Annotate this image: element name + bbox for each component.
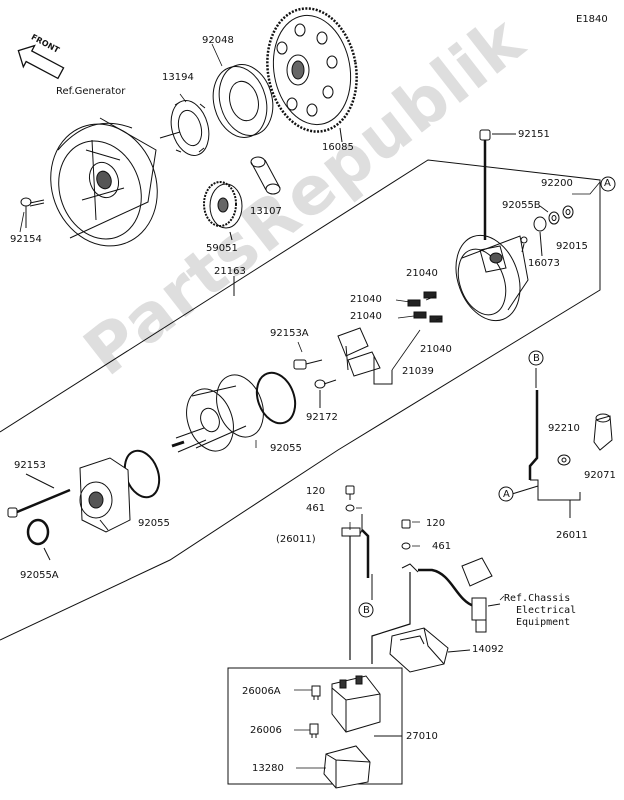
part-21040-label-1[interactable]: 21040 xyxy=(406,268,438,279)
diagram-code: E1840 xyxy=(576,14,608,25)
part-461-label-upper[interactable]: 461 xyxy=(306,503,326,514)
part-13107-label[interactable]: 13107 xyxy=(250,206,282,217)
relay-cable-upper-part xyxy=(341,514,373,660)
shaft-sleeve-13107-part xyxy=(250,156,281,195)
fuse-26006A-part xyxy=(311,685,321,697)
part-14092-label[interactable]: 14092 xyxy=(472,644,504,655)
part-92153-label[interactable]: 92153 xyxy=(14,460,46,471)
ref-a-top-label[interactable]: A xyxy=(604,178,611,189)
front-housing-part xyxy=(79,457,131,533)
o-ring-92055-upper-part xyxy=(255,371,297,425)
generator-flywheel-part xyxy=(50,117,158,247)
terminal-cap-92071-part xyxy=(593,413,613,451)
gear-hub-92048-part xyxy=(212,64,274,138)
ref-a-bottom-label[interactable]: A xyxy=(503,489,510,500)
part-92055-label-upper[interactable]: 92055 xyxy=(270,443,302,454)
starter-motor-group-frame xyxy=(0,159,601,641)
part-461-label-lower[interactable]: 461 xyxy=(432,541,452,552)
ref-b-top-label[interactable]: B xyxy=(533,353,540,364)
starter-yoke-armature-part xyxy=(171,374,264,453)
screw-92153A-part xyxy=(293,359,323,370)
front-arrow-icon xyxy=(17,44,65,80)
ref-circle-b-bottom xyxy=(358,602,374,618)
bolt-120-lower-part xyxy=(401,519,411,529)
brush-21040-parts xyxy=(407,291,443,323)
relay-cover-14092-part xyxy=(389,627,471,673)
starter-relay-27010-part xyxy=(331,675,381,733)
part-21163-label[interactable]: 21163 xyxy=(214,266,246,277)
part-59051-label[interactable]: 59051 xyxy=(206,243,238,254)
fuse-26006-part xyxy=(309,723,319,735)
part-16073-label[interactable]: 16073 xyxy=(528,258,560,269)
part-92055-label-lower[interactable]: 92055 xyxy=(138,518,170,529)
idle-gear-59051-part xyxy=(203,181,243,241)
part-92154-label[interactable]: 92154 xyxy=(10,234,42,245)
ref-chassis-label-line3[interactable]: Equipment xyxy=(516,617,571,628)
part-26006-label[interactable]: 26006 xyxy=(250,725,282,736)
part-92015-label[interactable]: 92015 xyxy=(556,241,588,252)
starter-gear-16085-part xyxy=(266,7,358,143)
screw-92172-part xyxy=(314,379,337,408)
one-way-clutch-13194-part xyxy=(159,100,210,156)
part-92151-label[interactable]: 92151 xyxy=(518,129,550,140)
part-16085-label[interactable]: 16085 xyxy=(322,142,354,153)
part-92071-label[interactable]: 92071 xyxy=(584,470,616,481)
washer-461-upper-part xyxy=(345,504,355,512)
part-120-label-lower[interactable]: 120 xyxy=(426,518,446,529)
part-92055B-label[interactable]: 92055B xyxy=(502,200,541,211)
brush-holder-21039-part xyxy=(337,327,393,385)
bolt-92151-part xyxy=(479,129,516,240)
part-26011-paren-label[interactable]: (26011) xyxy=(276,534,316,545)
washer-461-lower-part xyxy=(401,542,411,550)
rear-cover-part xyxy=(455,234,529,322)
leader-lines xyxy=(19,43,601,769)
ref-b-bottom-label[interactable]: B xyxy=(363,605,370,616)
nut-92210-part xyxy=(557,454,571,466)
relay-rubber-13280-part xyxy=(323,745,371,789)
part-13280-label[interactable]: 13280 xyxy=(252,763,284,774)
relay-group-box xyxy=(227,667,403,785)
part-13194-label[interactable]: 13194 xyxy=(162,72,194,83)
ref-circle-a-top xyxy=(600,176,616,192)
ref-chassis-label-line2[interactable]: Electrical xyxy=(516,605,577,616)
part-21040-label-4[interactable]: 21040 xyxy=(420,344,452,355)
ref-chassis-label-line1[interactable]: Ref.Chassis xyxy=(504,593,571,604)
bolt-92154-part xyxy=(20,197,45,228)
ref-generator-label[interactable]: Ref.Generator xyxy=(56,86,126,97)
bolt-92153-part xyxy=(7,473,71,518)
washer-nut-stack-part xyxy=(520,205,574,257)
ref-circle-a-bottom xyxy=(498,486,514,502)
o-ring-92055A-part xyxy=(26,518,50,546)
part-92048-label[interactable]: 92048 xyxy=(202,35,234,46)
part-92055A-label[interactable]: 92055A xyxy=(20,570,59,581)
relay-cable-lower-part xyxy=(371,557,501,664)
part-92153A-label[interactable]: 92153A xyxy=(270,328,309,339)
part-92210-label[interactable]: 92210 xyxy=(548,423,580,434)
ref-circle-b-top xyxy=(528,350,544,366)
part-92200-label[interactable]: 92200 xyxy=(541,178,573,189)
ref-markers xyxy=(358,176,616,618)
part-120-label-upper[interactable]: 120 xyxy=(306,486,326,497)
part-26006A-label[interactable]: 26006A xyxy=(242,686,281,697)
part-27010-label[interactable]: 27010 xyxy=(406,731,438,742)
part-26011-label[interactable]: 26011 xyxy=(556,530,588,541)
part-21040-label-2[interactable]: 21040 xyxy=(350,294,382,305)
part-21039-label[interactable]: 21039 xyxy=(402,366,434,377)
part-92172-label[interactable]: 92172 xyxy=(306,412,338,423)
bolt-120-upper-part xyxy=(345,485,355,500)
starter-cable-26011-part xyxy=(511,368,581,518)
part-21040-label-3[interactable]: 21040 xyxy=(350,311,382,322)
